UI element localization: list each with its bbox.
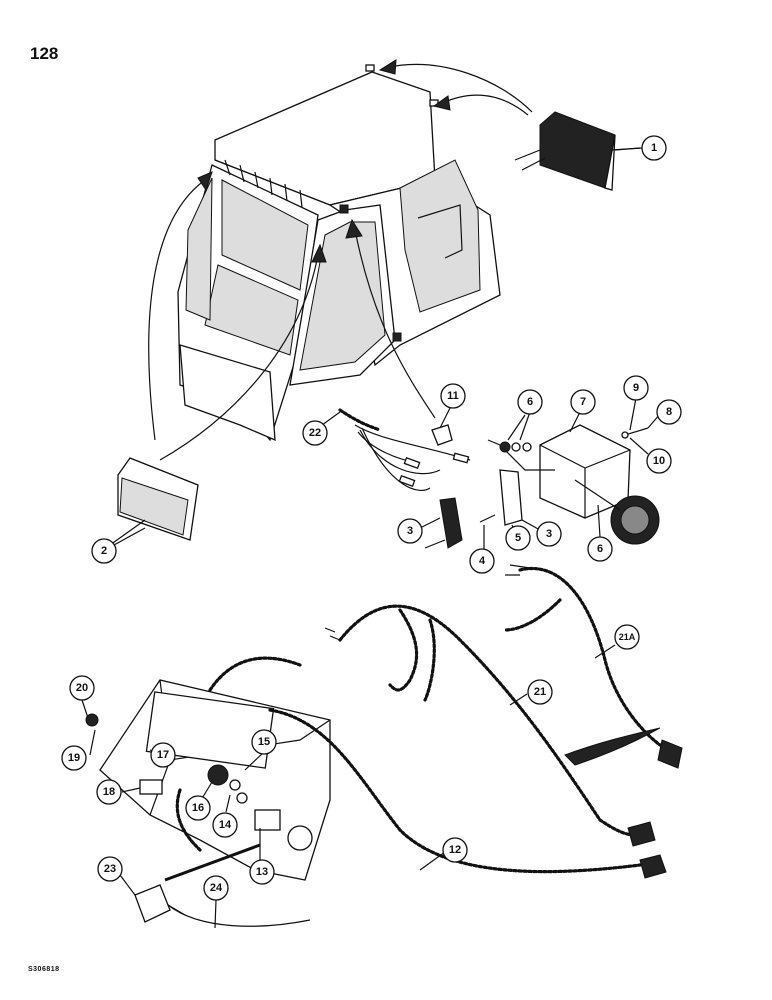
- callout-13: 13: [249, 859, 275, 885]
- dash-panel: [85, 656, 667, 881]
- svg-text:23: 23: [104, 863, 116, 875]
- svg-text:12: 12: [449, 844, 461, 856]
- callout-8: 8: [656, 399, 682, 425]
- svg-text:6: 6: [597, 543, 603, 555]
- svg-text:22: 22: [309, 427, 321, 439]
- callout-22: 22: [302, 420, 328, 446]
- page-number: 128: [30, 44, 59, 63]
- svg-text:10: 10: [653, 455, 665, 467]
- svg-text:4: 4: [479, 555, 486, 567]
- svg-text:15: 15: [258, 736, 270, 748]
- svg-text:6: 6: [527, 396, 533, 408]
- callout-3-right: 3: [536, 521, 562, 547]
- reference-code: S306818: [28, 966, 60, 973]
- callout-17: 17: [150, 742, 176, 768]
- svg-text:5: 5: [515, 532, 521, 544]
- callout-9: 9: [623, 375, 649, 401]
- callout-15: 15: [251, 729, 277, 755]
- callout-18: 18: [96, 779, 122, 805]
- callout-19: 19: [61, 745, 87, 771]
- svg-text:16: 16: [192, 802, 204, 814]
- callout-11: 11: [440, 383, 466, 409]
- callout-5: 5: [505, 525, 531, 551]
- lamp-assembly: [424, 424, 660, 549]
- svg-text:13: 13: [256, 866, 268, 878]
- svg-text:21A: 21A: [619, 632, 636, 642]
- front-work-lamp: [109, 457, 199, 546]
- svg-text:18: 18: [103, 786, 115, 798]
- callout-10: 10: [646, 448, 672, 474]
- callout-21a: 21A: [614, 624, 640, 650]
- svg-text:14: 14: [219, 819, 232, 831]
- svg-text:8: 8: [666, 406, 672, 418]
- callout-14: 14: [212, 812, 238, 838]
- callout-20: 20: [69, 675, 95, 701]
- callout-6-bottom: 6: [587, 536, 613, 562]
- svg-text:11: 11: [447, 390, 459, 402]
- svg-text:24: 24: [210, 882, 223, 894]
- pointer-arrow: [164, 843, 261, 882]
- svg-text:21: 21: [534, 686, 546, 698]
- svg-text:7: 7: [580, 396, 586, 408]
- callout-7: 7: [570, 389, 596, 415]
- callout-12: 12: [442, 837, 468, 863]
- svg-text:3: 3: [407, 525, 413, 537]
- callout-1: 1: [641, 135, 667, 161]
- svg-text:17: 17: [157, 749, 169, 761]
- arrow-front-left: [148, 179, 206, 441]
- callout-4: 4: [469, 548, 495, 574]
- callout-23: 23: [97, 856, 123, 882]
- svg-text:3: 3: [546, 528, 552, 540]
- svg-text:2: 2: [101, 545, 107, 557]
- callout-2: 2: [91, 538, 117, 564]
- svg-text:1: 1: [651, 142, 657, 154]
- arrow-to-roof-rear: [384, 63, 533, 113]
- callout-24: 24: [203, 875, 229, 901]
- wiring-harness-22: [338, 408, 471, 491]
- svg-text:19: 19: [68, 752, 80, 764]
- callout-3-left: 3: [397, 518, 423, 544]
- svg-text:20: 20: [76, 682, 88, 694]
- callout-6-top: 6: [517, 389, 543, 415]
- switch-23: [134, 884, 311, 927]
- svg-text:9: 9: [633, 382, 639, 394]
- callout-16: 16: [185, 795, 211, 821]
- rear-work-lamp: [514, 111, 641, 191]
- callout-21: 21: [527, 679, 553, 705]
